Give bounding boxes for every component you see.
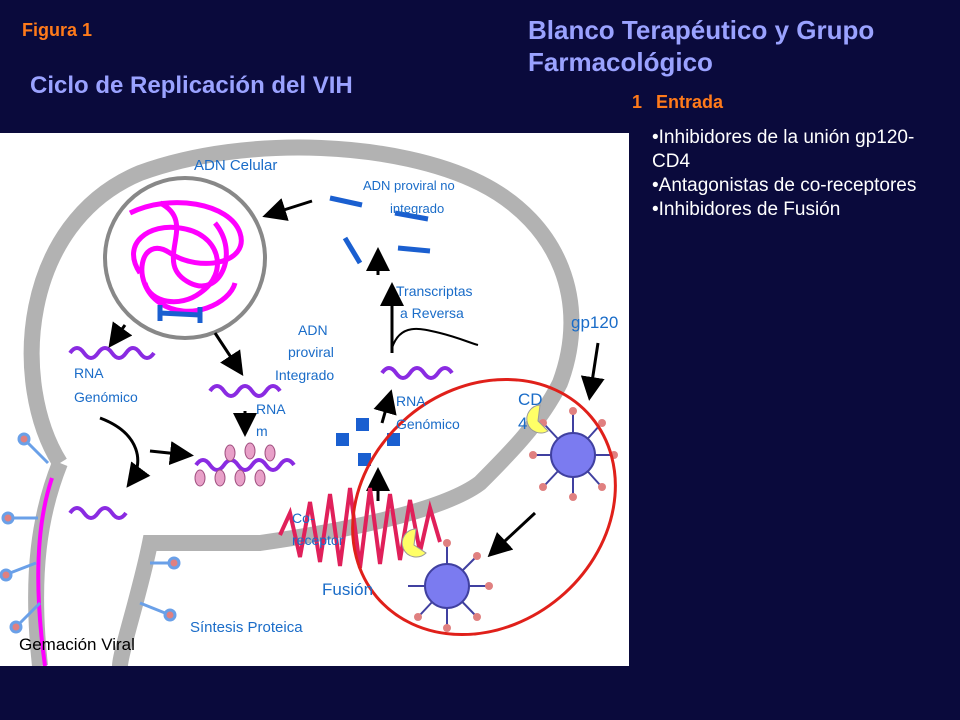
label-rna-genomico-center-1: RNA	[396, 393, 426, 409]
cd4-receptor	[526, 404, 549, 434]
label-adn-integrado-2: proviral	[288, 344, 334, 360]
section-label: 1 Entrada	[632, 92, 737, 113]
curved-arrow	[99, 416, 151, 488]
label-co-receptor-2: receptor	[292, 532, 344, 548]
unintegrated-dna	[329, 195, 431, 265]
co-receptor	[401, 528, 427, 558]
proteins	[194, 442, 276, 487]
rna-strands	[68, 346, 454, 520]
label-adn-integrado-3: Integrado	[275, 367, 334, 383]
integrated-provirus	[157, 305, 203, 323]
section-name: Entrada	[656, 92, 724, 112]
label-gp120: gp120	[571, 313, 618, 332]
curved-arrow-2	[149, 441, 194, 466]
label-rna-genomico-left-1: RNA	[74, 365, 104, 381]
label-co-receptor-1: Co-	[292, 510, 315, 526]
nucleus	[103, 176, 267, 340]
figure-label: Figura 1	[22, 20, 93, 40]
page-title: Ciclo de Replicación del VIH	[30, 72, 353, 99]
label-rna-genomico-left-2: Genómico	[74, 389, 138, 405]
budding-envelope	[36, 477, 54, 667]
flow-arrows	[108, 198, 605, 558]
section-number: 1	[632, 92, 643, 112]
label-cd4-2: 4	[518, 414, 527, 433]
label-transcriptasa-2: a Reversa	[400, 305, 464, 321]
list-item: •Inhibidores de Fusión	[652, 199, 841, 220]
therapeutic-target-title: Blanco Terapéutico y Grupo Farmacológico	[528, 15, 875, 77]
budding-spikes	[0, 432, 181, 634]
diagram-panel: ADN Celular ADN proviral no integrado Tr…	[0, 133, 629, 667]
label-rna-genomico-center-2: Genómico	[396, 416, 460, 432]
list-item: •Antagonistas de co-receptores	[652, 175, 917, 196]
label-gemacion-viral: Gemación Viral	[19, 635, 135, 654]
label-rna-m-2: m	[256, 423, 268, 439]
label-adn-integrado-1: ADN	[298, 322, 328, 338]
entry-highlight-ellipse	[351, 377, 617, 637]
label-fusion: Fusión	[322, 580, 373, 599]
virus-particle-upper	[529, 407, 618, 501]
enzyme-squares	[336, 418, 400, 466]
label-adn-proviral-no: ADN proviral no	[363, 178, 455, 193]
cellular-dna	[128, 200, 244, 314]
hiv-replication-diagram: ADN Celular ADN proviral no integrado Tr…	[0, 139, 618, 667]
label-transcriptasa-1: Transcriptas	[396, 283, 473, 299]
label-integrado: integrado	[390, 201, 444, 216]
label-cd4-1: CD	[518, 390, 543, 409]
reverse-transcription-curve	[391, 327, 479, 349]
label-sintesis-proteica: Síntesis Proteica	[190, 619, 303, 636]
list-item: •Inhibidores de la unión gp120-CD4	[652, 127, 915, 172]
label-rna-m-1: RNA	[256, 401, 286, 417]
drug-group-list: •Inhibidores de la unión gp120-CD4 •Anta…	[652, 126, 942, 222]
label-adn-celular: ADN Celular	[194, 157, 277, 174]
cell-membrane	[23, 139, 580, 667]
virus-particle-lower	[408, 539, 493, 632]
